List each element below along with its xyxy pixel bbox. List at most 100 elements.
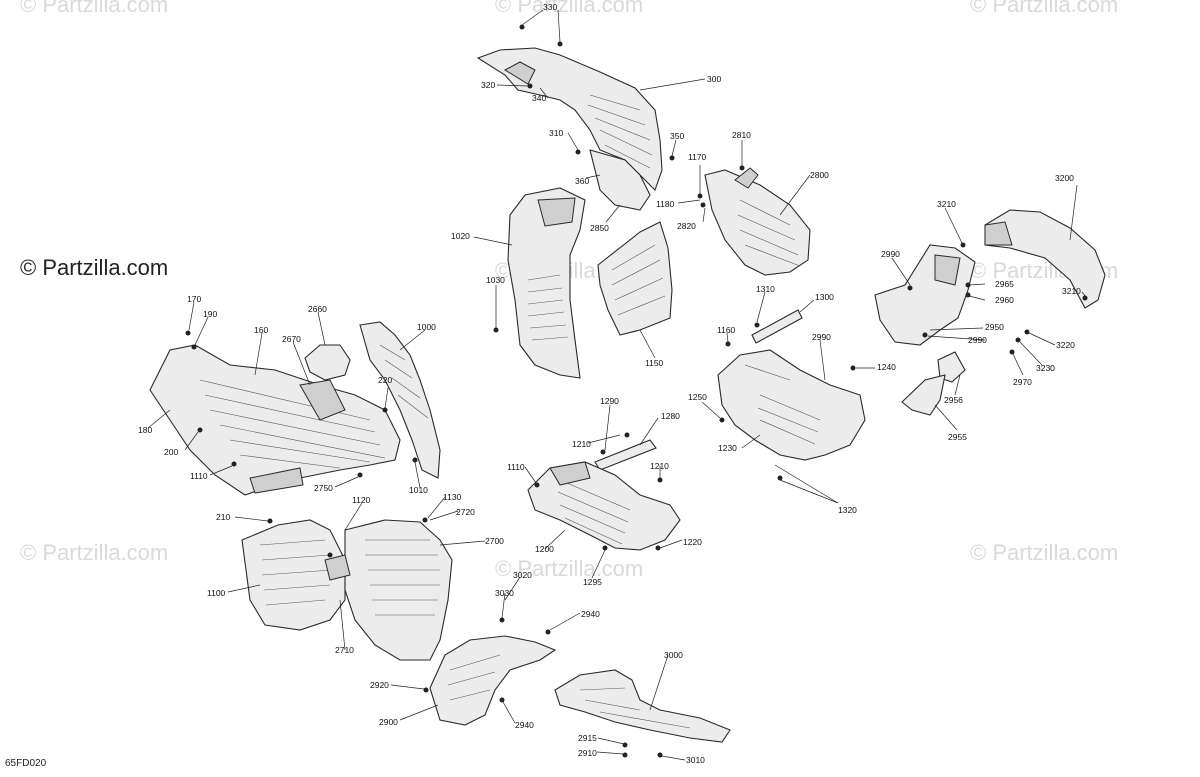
part-3200-shape [984,209,1106,309]
part-label: 2915 [578,733,597,743]
part-label: 310 [549,128,563,138]
part-label: 1295 [583,577,602,587]
part-label: 160 [254,325,268,335]
watermark: © Partzilla.com [20,0,169,17]
part-label: 2710 [335,645,354,655]
part-label: 190 [203,309,217,319]
part-label: 1300 [815,292,834,302]
diagram-code: 65FD020 [5,758,47,769]
part-label: 3020 [513,570,532,580]
part-label: 1180 [656,199,675,209]
part-label: 1010 [409,485,428,495]
part-1300-shape [751,309,803,344]
part-label: 1250 [688,392,707,402]
part-label: 320 [481,80,495,90]
part-1020-shape [507,187,586,379]
part-1150-shape [597,221,673,336]
part-label: 1160 [717,325,736,335]
part-label: 2800 [810,170,829,180]
part-label: 2970 [1013,377,1032,387]
part-label: 1030 [486,275,505,285]
part-label: 1130 [443,492,462,502]
fasteners [185,24,1088,758]
part-2660-shape [304,344,351,381]
part-label: 1230 [718,443,737,453]
part-label: 2900 [379,717,398,727]
part-label: 1280 [661,411,680,421]
part-label: 2820 [677,221,696,231]
part-label: 2940 [581,609,600,619]
part-label: 2700 [485,536,504,546]
part-2850-shape [589,149,651,211]
part-label: 170 [187,294,201,304]
part-label: 3030 [495,588,514,598]
part-label: 2990 [881,249,900,259]
leader-lines [147,9,1087,761]
part-label: 1220 [683,537,702,547]
part-label: 1120 [352,495,371,505]
part-label: 210 [216,512,230,522]
part-label: 360 [575,176,589,186]
part-label: 2750 [314,483,333,493]
brand-label: © Partzilla.com [20,255,169,280]
part-labels: 330 300 320 340 310 350 360 2810 1170 28… [138,2,1081,765]
part-label: 330 [543,2,557,12]
part-label: 1240 [877,362,896,372]
part-label: 3010 [686,755,705,765]
part-1200-shape [527,461,681,551]
part-label: 2950 [985,322,1004,332]
part-2955-shape [901,374,946,416]
watermark: © Partzilla.com [970,0,1119,17]
part-label: 1320 [838,505,857,515]
part-1000-shape [359,321,441,479]
part-label: 3200 [1055,173,1074,183]
part-2700-shape [324,519,453,661]
part-label: 2720 [456,507,475,517]
part-label: 1100 [207,588,226,598]
part-1280-shape [594,439,657,471]
part-label: 3210 [1062,286,1081,296]
part-label: 1170 [688,152,707,162]
part-label: 1150 [645,358,664,368]
part-3000-shape [554,669,731,743]
part-label: 2920 [370,680,389,690]
part-2900-shape [429,635,557,726]
part-label: 1110 [190,471,208,481]
part-1100-shape [241,519,346,631]
part-label: 2850 [590,223,609,233]
part-label: 340 [532,93,546,103]
part-label: 1210 [650,461,669,471]
watermark: © Partzilla.com [495,0,644,17]
part-label: 300 [707,74,721,84]
part-2800-shape [704,167,811,276]
part-160-shape [149,344,401,496]
part-label: 3000 [664,650,683,660]
part-label: 1020 [451,231,470,241]
part-label: 2965 [995,279,1014,289]
part-label: 2960 [995,295,1014,305]
part-label: 3220 [1056,340,1075,350]
part-label: 2990 [968,335,987,345]
part-label: 3210 [937,199,956,209]
part-2950-shape [874,244,976,346]
part-label: 2910 [578,748,597,758]
part-label: 2955 [948,432,967,442]
part-label: 2940 [515,720,534,730]
part-label: 200 [164,447,178,457]
part-label: 1000 [417,322,436,332]
part-label: 350 [670,131,684,141]
part-label: 2660 [308,304,327,314]
part-label: 2956 [944,395,963,405]
part-label: 2670 [282,334,301,344]
watermark: © Partzilla.com [20,540,169,565]
part-label: 1200 [535,544,554,554]
part-label: 1110 [507,462,525,472]
part-label: 3230 [1036,363,1055,373]
part-label: 2810 [732,130,751,140]
part-label: 2990 [812,332,831,342]
part-1230-shape [717,349,866,461]
part-label: 220 [378,375,392,385]
part-label: 1210 [572,439,591,449]
